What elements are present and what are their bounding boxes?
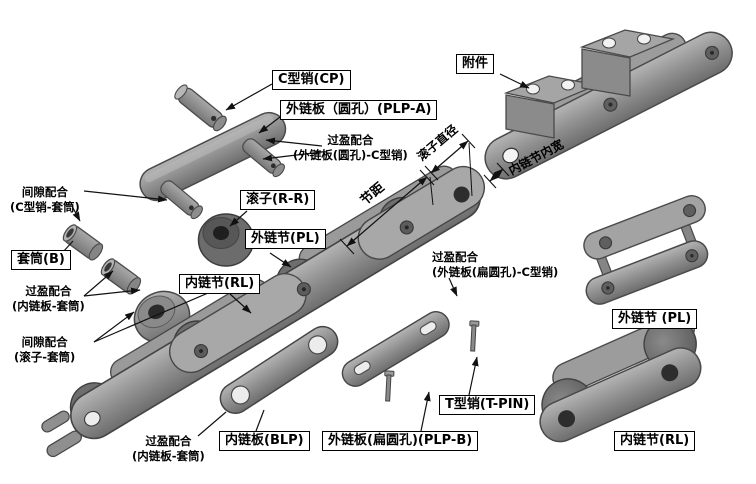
label-roller-rr: 滚子(R-R) (240, 190, 316, 210)
annotation-interference-plate-bushing-upper: 过盈配合 (内链板-套筒) (12, 284, 85, 314)
annotation-line: (C型销-套筒) (10, 200, 80, 214)
annotation-line: (外链板(圆孔)-C型销) (293, 148, 408, 162)
annotation-line: (滚子-套筒) (14, 350, 76, 364)
annotation-interference-plate-bushing-lower: 过盈配合 (内链板-套筒) (132, 434, 205, 464)
annotation-clearance-cpin-bushing: 间隙配合 (C型销-套筒) (10, 185, 80, 215)
roller-part-dark (197, 213, 255, 267)
roller-diameter-dimension-label: 滚子直径 (414, 121, 460, 163)
label-outer-plate-round-plp-a: 外链板（圆孔）(PLP-A) (280, 100, 438, 120)
label-outer-link-pl-center: 外链节(PL) (245, 229, 326, 249)
bushing-part (62, 224, 104, 261)
label-inner-link-rl-right: 内链节(RL) (614, 431, 696, 451)
label-inner-link-rl-center: 内链节(RL) (179, 274, 261, 294)
t-pin-part (469, 320, 480, 352)
annotation-line: 过盈配合 (327, 133, 374, 147)
inner-link-rl-part (539, 312, 702, 443)
annotation-line: 过盈配合 (25, 284, 72, 298)
bushing-part (100, 258, 142, 295)
annotation-line: 间隙配合 (21, 335, 68, 349)
label-attachment: 附件 (456, 54, 495, 74)
label-t-pin: T型销(T-PIN) (439, 395, 536, 415)
leader-lines (62, 73, 530, 437)
label-outer-link-pl-right: 外链节 (PL) (612, 309, 698, 329)
attachment-bracket (579, 29, 676, 97)
c-pin-part (174, 84, 227, 132)
annotation-line: 间隙配合 (21, 185, 68, 199)
annotation-interference-oblong-cpin: 过盈配合 (外链板(扁圆孔)-C型销) (432, 250, 558, 280)
annotation-line: 过盈配合 (145, 434, 192, 448)
outer-plate-round-part (139, 111, 287, 220)
outer-link-pl-part (583, 195, 709, 305)
label-outer-plate-oblong-plp-b: 外链板(扁圆孔)(PLP-B) (322, 431, 479, 451)
annotation-clearance-roller-bushing: 间隙配合 (滚子-套筒) (14, 335, 75, 365)
outer-plate-oblong-part (341, 311, 450, 387)
inner-plate-blp-part (219, 325, 339, 415)
t-pin-part (384, 370, 395, 402)
label-c-pin-cp: C型销(CP) (272, 70, 351, 90)
annotation-line: (外链板(扁圆孔)-C型销) (432, 265, 559, 279)
label-inner-plate-blp: 内链板(BLP) (219, 431, 310, 451)
annotation-line: (内链板-套筒) (12, 299, 85, 313)
attachment-chain-part (484, 29, 733, 180)
annotation-line: (内链板-套筒) (132, 449, 205, 463)
annotation-interference-round-cpin: 过盈配合 (外链板(圆孔)-C型销) (293, 133, 408, 163)
label-bushing-b: 套筒(B) (11, 250, 71, 270)
annotation-line: 过盈配合 (432, 250, 478, 264)
